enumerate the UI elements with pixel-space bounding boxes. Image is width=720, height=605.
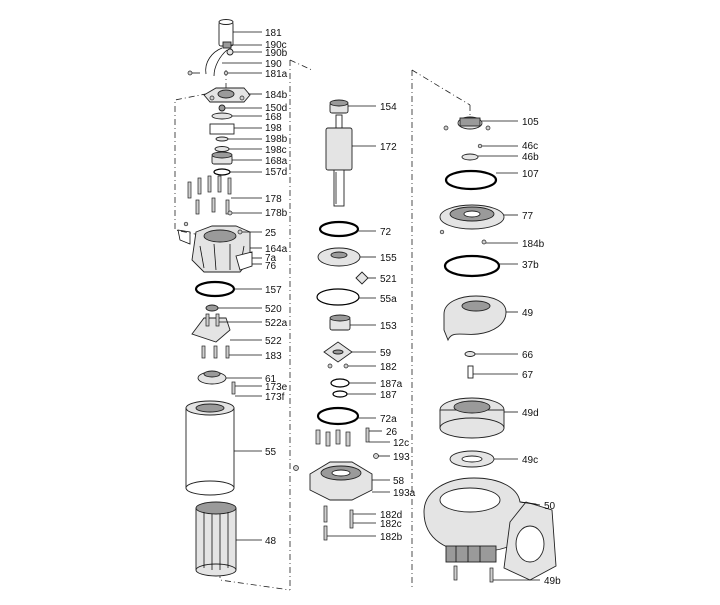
label-150d: 150d [265, 103, 287, 114]
label-49c: 49c [522, 455, 538, 466]
label-198b: 198b [265, 134, 288, 145]
label-46c: 46c [522, 141, 538, 152]
label-168: 168 [265, 112, 282, 123]
label-190: 190 [265, 59, 282, 70]
label-178: 178 [265, 194, 282, 205]
label-48: 48 [265, 536, 277, 547]
left-column-parts [177, 19, 253, 577]
label-184b-left: 184b [265, 90, 288, 101]
label-184b-right: 184b [522, 239, 545, 250]
label-107: 107 [522, 169, 539, 180]
label-49d: 49d [522, 408, 539, 419]
label-7a: 7a [265, 253, 277, 264]
label-50: 50 [544, 501, 556, 512]
label-198: 198 [265, 123, 282, 134]
label-49b: 49b [544, 576, 561, 587]
label-155: 155 [380, 253, 397, 264]
label-182: 182 [380, 362, 397, 373]
label-37b: 37b [522, 260, 539, 271]
label-105: 105 [522, 117, 539, 128]
label-61: 61 [265, 374, 277, 385]
callout-labels: 181 190c 190b 190 181a 184b 150d 168 198… [265, 28, 561, 587]
label-187a: 187a [380, 379, 403, 390]
label-172: 172 [380, 142, 397, 153]
label-55a: 55a [380, 294, 397, 305]
label-182d: 182d [380, 510, 402, 521]
label-198c: 198c [265, 145, 287, 156]
label-190c: 190c [265, 40, 287, 51]
label-193a: 193a [393, 488, 416, 499]
label-187: 187 [380, 390, 397, 401]
label-183: 183 [265, 351, 282, 362]
label-520: 520 [265, 304, 282, 315]
label-77: 77 [522, 211, 534, 222]
label-181: 181 [265, 28, 282, 39]
label-12c: 12c [393, 438, 409, 449]
middle-column-parts [293, 99, 379, 541]
label-25: 25 [265, 228, 277, 239]
label-72: 72 [380, 227, 392, 238]
label-55: 55 [265, 447, 277, 458]
label-168a: 168a [265, 156, 288, 167]
label-193: 193 [393, 452, 410, 463]
label-157: 157 [265, 285, 282, 296]
label-522: 522 [265, 336, 282, 347]
label-182b: 182b [380, 532, 403, 543]
label-157d: 157d [265, 167, 287, 178]
label-164a: 164a [265, 244, 288, 255]
label-153: 153 [380, 321, 397, 332]
label-67: 67 [522, 370, 534, 381]
label-182c: 182c [380, 519, 402, 530]
label-173f: 173f [265, 392, 285, 403]
label-181a: 181a [265, 69, 288, 80]
label-521: 521 [380, 274, 397, 285]
label-66: 66 [522, 350, 534, 361]
label-46b: 46b [522, 152, 539, 163]
label-178b: 178b [265, 208, 288, 219]
label-26: 26 [386, 427, 398, 438]
label-76: 76 [265, 261, 277, 272]
right-column-parts [423, 116, 557, 583]
label-58: 58 [393, 476, 405, 487]
label-59: 59 [380, 348, 392, 359]
label-522a: 522a [265, 318, 288, 329]
label-72a: 72a [380, 414, 397, 425]
label-154: 154 [380, 102, 397, 113]
label-49: 49 [522, 308, 534, 319]
leader-lines [218, 31, 541, 581]
label-190b: 190b [265, 48, 288, 59]
label-173e: 173e [265, 382, 288, 393]
